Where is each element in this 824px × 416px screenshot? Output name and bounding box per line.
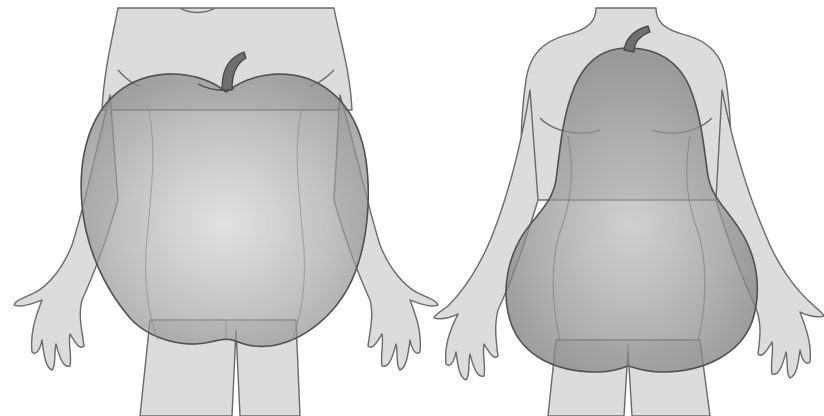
apple-figure — [14, 8, 438, 416]
pear-figure — [434, 8, 824, 416]
apple-icon — [81, 74, 368, 346]
